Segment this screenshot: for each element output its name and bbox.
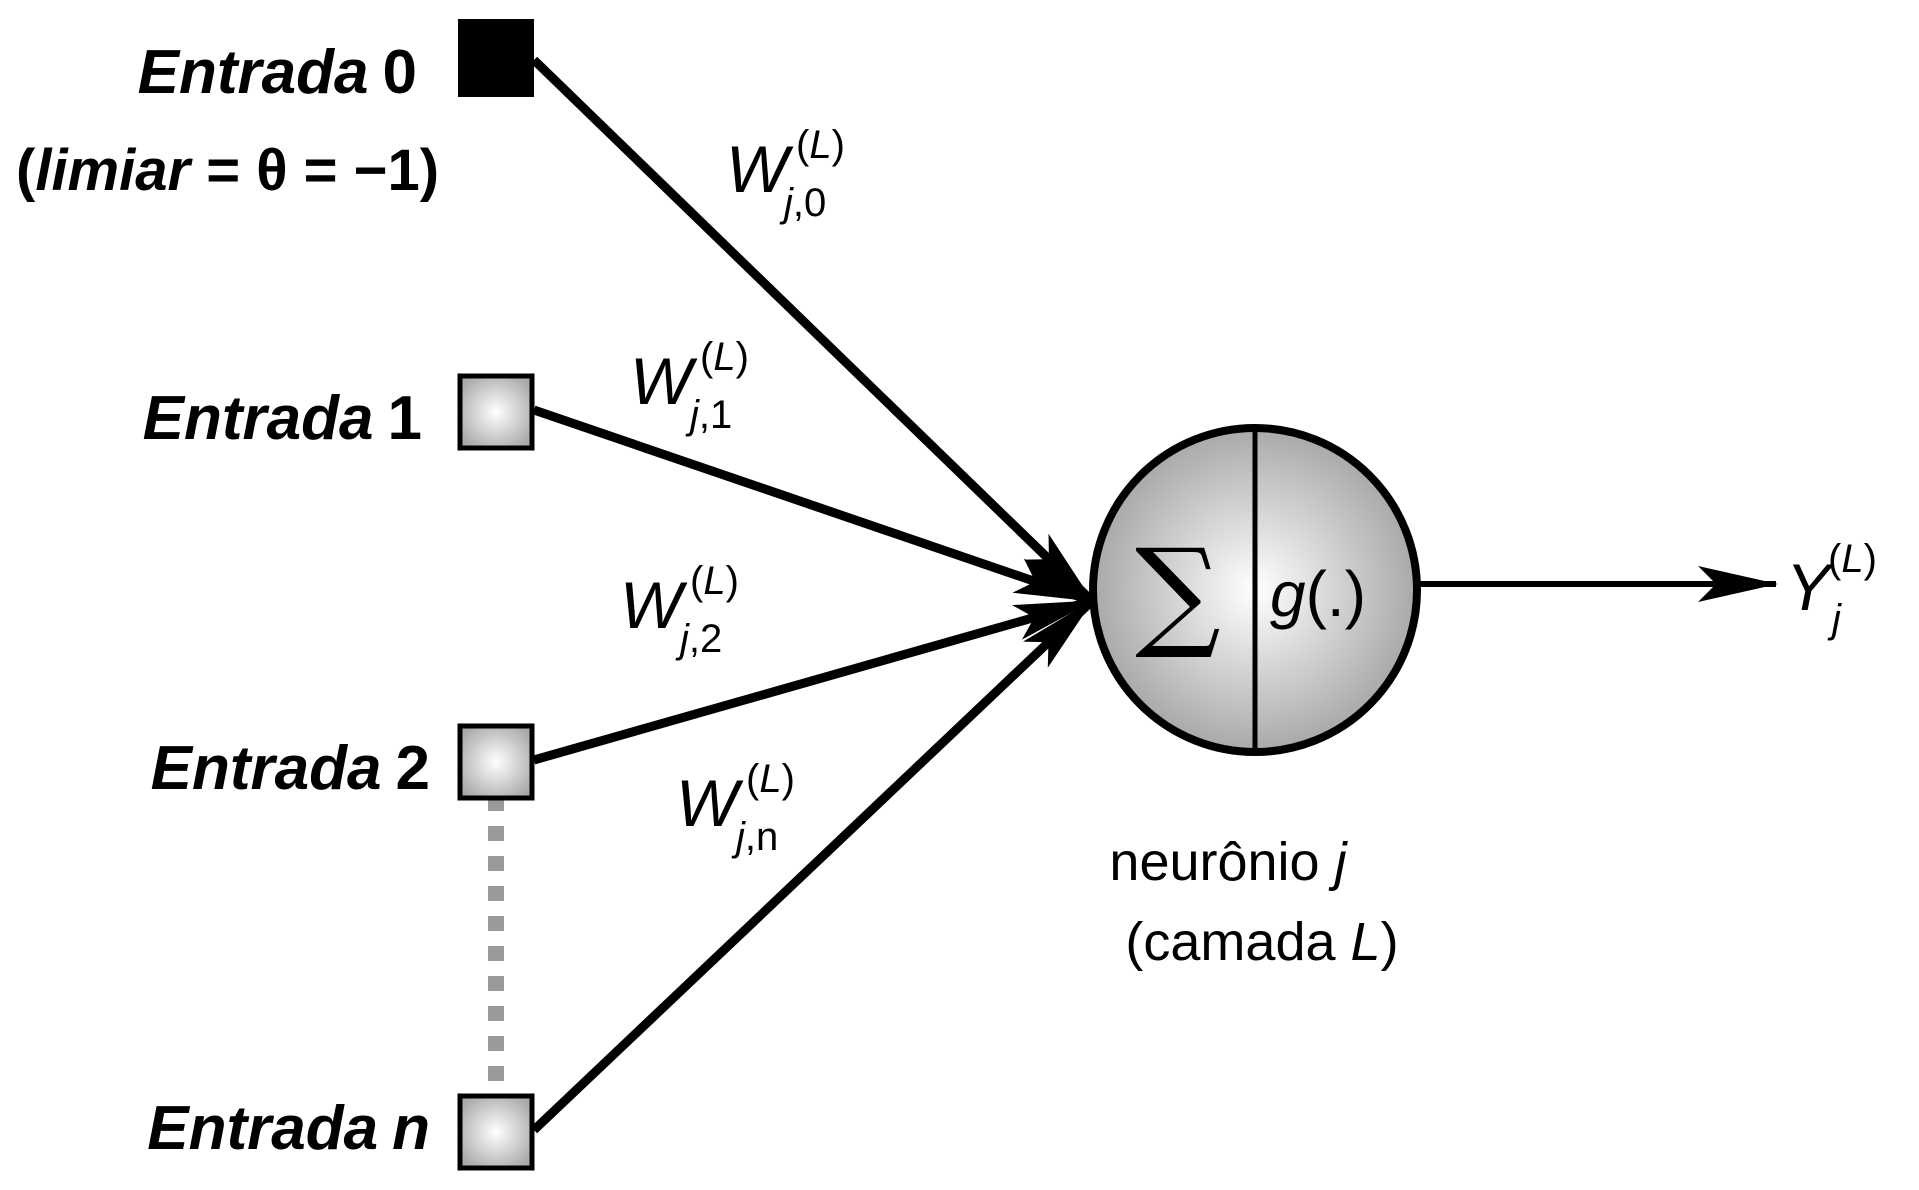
weight-label-2: W (L) j,2 (620, 559, 739, 661)
svg-text:W: W (726, 132, 794, 206)
connection-line-0 (530, 56, 1096, 605)
svg-text:W: W (676, 766, 744, 840)
svg-text:(L): (L) (700, 335, 749, 379)
connection-line-2 (532, 596, 1094, 765)
svg-text:(L): (L) (690, 559, 739, 603)
input-n-square (457, 1093, 535, 1171)
input-2-square (457, 723, 535, 801)
connection-line-1 (532, 405, 1094, 606)
svg-text:j,1: j,1 (685, 393, 732, 437)
neuron-caption: neurônio j (1109, 832, 1348, 892)
input-1-square (457, 373, 535, 451)
layer-caption: (camada L) (1125, 912, 1398, 972)
summation-symbol: ∑ (1135, 524, 1221, 663)
activation-function: g(.) (1270, 558, 1366, 630)
svg-text:j,2: j,2 (675, 617, 722, 661)
weight-label-1: W (L) j,1 (630, 335, 749, 437)
connection-line-n (530, 597, 1096, 1134)
weight-label-0: W (L) j,0 (726, 123, 845, 225)
svg-text:W: W (630, 344, 698, 418)
svg-text:(L): (L) (1828, 537, 1877, 581)
output-label: Y (L) j (1786, 537, 1877, 641)
threshold-label: (limiar = θ = −1) (16, 138, 439, 203)
svg-text:(L): (L) (796, 123, 845, 167)
weight-label-n: W (L) j,n (676, 757, 795, 859)
svg-text:j,n: j,n (731, 815, 778, 859)
svg-text:Y: Y (1786, 550, 1834, 624)
svg-text:(L): (L) (746, 757, 795, 801)
svg-text:W: W (620, 568, 688, 642)
input-0-square (458, 19, 534, 97)
svg-text:j,0: j,0 (779, 181, 826, 225)
